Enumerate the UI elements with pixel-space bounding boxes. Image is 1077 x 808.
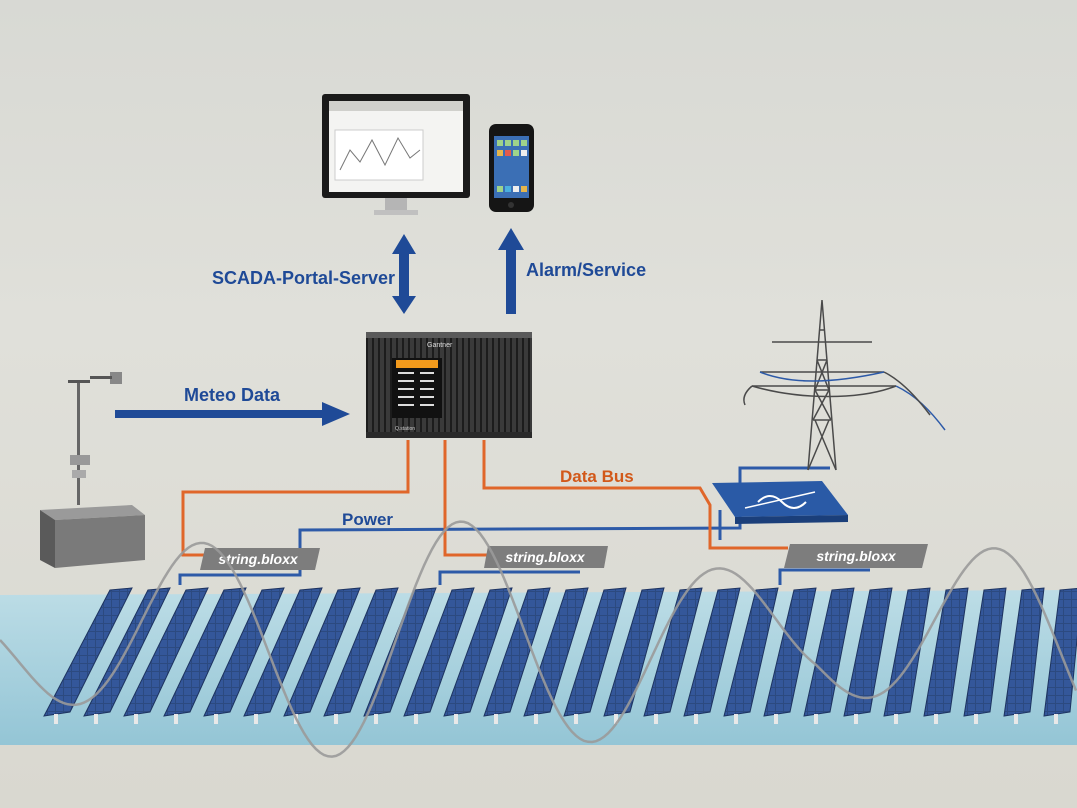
- solar-panel-icon: [443, 587, 513, 717]
- data-bus-wiring: [181, 440, 788, 557]
- solar-panel-icon: [243, 587, 323, 717]
- solar-panel-icon: [1003, 587, 1045, 717]
- device-brand: Gantner: [427, 342, 453, 349]
- scada-portal-server-label: SCADA-Portal-Server: [212, 268, 395, 288]
- solar-panel-icon: [723, 587, 779, 717]
- transmission-tower-icon: [743, 299, 946, 471]
- panel-mount: [1054, 714, 1058, 724]
- meteo-right-arrow: [115, 402, 350, 426]
- solar-panel-icon: [603, 587, 665, 717]
- string-bloxx-2: string.bloxx: [484, 546, 608, 568]
- panel-mount: [1014, 714, 1018, 724]
- inverter-icon: [712, 481, 848, 524]
- panel-mount: [534, 714, 538, 724]
- solar-panel-icon: [403, 587, 475, 717]
- panel-mount: [654, 714, 658, 724]
- panel-mount: [174, 714, 178, 724]
- panel-mount: [934, 714, 938, 724]
- alarm-up-arrow: [498, 228, 524, 314]
- panel-mount: [214, 714, 218, 724]
- weather-station-icon: [40, 372, 145, 568]
- solar-panel-icon: [323, 587, 399, 717]
- panel-mount: [854, 714, 858, 724]
- panel-mount: [134, 714, 138, 724]
- panel-mount: [894, 714, 898, 724]
- solar-panel-icon: [123, 587, 209, 717]
- solar-panel-icon: [363, 587, 437, 717]
- decorative-sine-wave: [0, 520, 1077, 758]
- panel-mount: [694, 714, 698, 724]
- solar-panel-icon: [43, 587, 133, 717]
- solar-panel-icon: [963, 587, 1007, 717]
- panel-mount: [414, 714, 418, 724]
- solar-panel-icon: [483, 587, 551, 717]
- panel-mount: [374, 714, 378, 724]
- string-bloxx-label: string.bloxx: [816, 548, 897, 564]
- panel-mount: [254, 714, 258, 724]
- string-bloxx-3: string.bloxx: [784, 544, 928, 568]
- solar-panel-icon: [763, 587, 817, 717]
- scada-bidirectional-arrow: [392, 234, 416, 314]
- panel-mount: [614, 714, 618, 724]
- solar-panel-icon: [683, 587, 741, 717]
- alarm-service-label: Alarm/Service: [526, 260, 646, 280]
- solar-panel-icon: [923, 587, 969, 717]
- panel-mount: [974, 714, 978, 724]
- data-bus-label: Data Bus: [560, 467, 634, 486]
- data-logger-device: Gantner Q.station: [366, 332, 532, 438]
- string-bloxx-label: string.bloxx: [218, 551, 299, 567]
- meteo-data-label: Meteo Data: [184, 385, 281, 405]
- solar-panel-icon: [283, 587, 361, 717]
- panel-mount: [814, 714, 818, 724]
- panel-mount: [94, 714, 98, 724]
- panel-mount: [734, 714, 738, 724]
- power-label: Power: [342, 510, 393, 529]
- solar-panel-icon: [643, 587, 703, 717]
- smartphone-icon: [489, 124, 534, 212]
- device-model: Q.station: [395, 426, 415, 432]
- solar-panel-icon: [843, 587, 893, 717]
- solar-panel-icon: [803, 587, 855, 717]
- monitor-icon: [322, 94, 470, 215]
- panel-mount: [54, 714, 58, 724]
- solar-panel-icon: [203, 587, 285, 717]
- panel-mount: [454, 714, 458, 724]
- solar-panel-icon: [523, 587, 589, 717]
- panel-mount: [494, 714, 498, 724]
- panel-mount: [334, 714, 338, 724]
- panel-mount: [774, 714, 778, 724]
- solar-panel-icon: [563, 587, 627, 717]
- solar-panel-icon: [163, 587, 247, 717]
- solar-panel-icon: [883, 587, 931, 717]
- string-bloxx-label: string.bloxx: [505, 549, 586, 565]
- panel-mount: [574, 714, 578, 724]
